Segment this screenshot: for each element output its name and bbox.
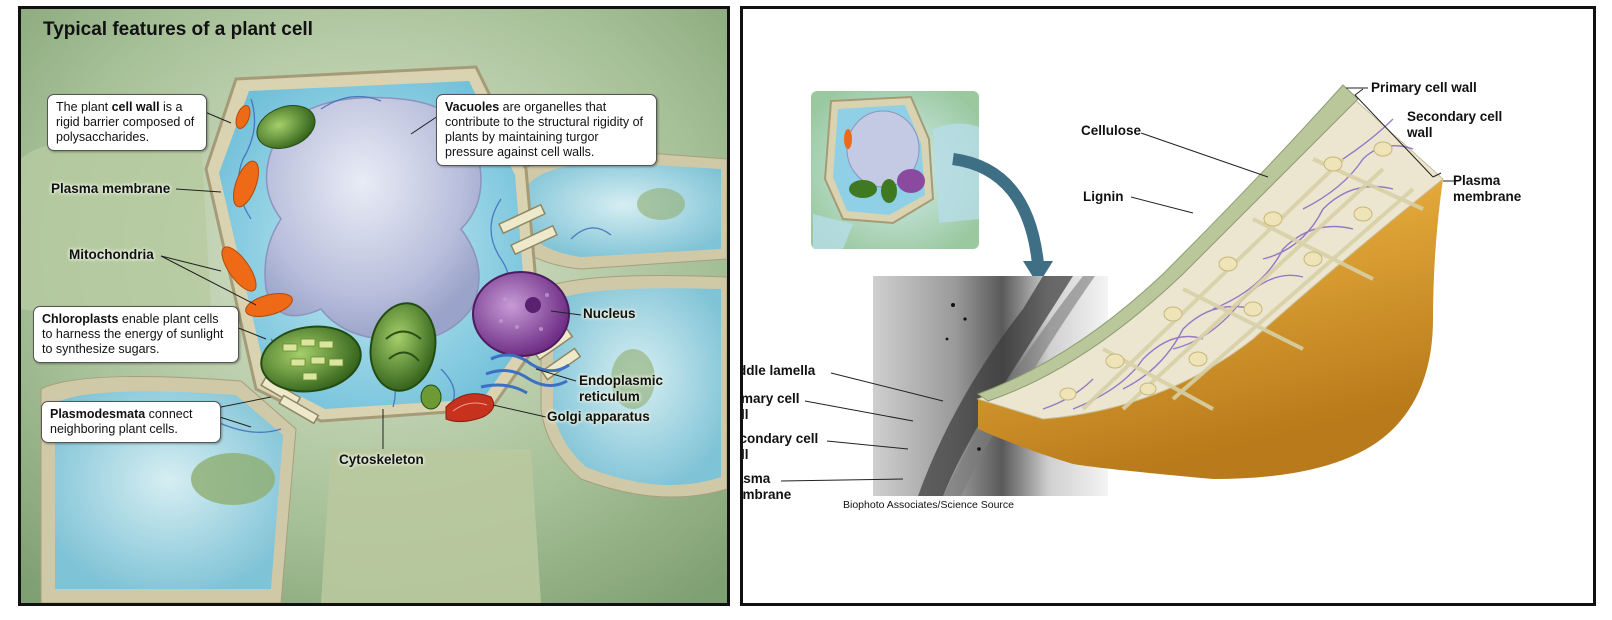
primary-cell-wall-label-top: Primary cell wall bbox=[1371, 80, 1477, 95]
plant-cell-panel: Typical features of a plant cell The pla… bbox=[18, 6, 730, 606]
vacuole bbox=[264, 96, 482, 342]
vacuoles-callout: Vacuoles are organelles that contribute … bbox=[436, 94, 657, 166]
middle-lamella-label: Middle lamella bbox=[743, 363, 816, 378]
plasma-membrane-label: Plasma membrane bbox=[51, 181, 171, 196]
lignin-label: Lignin bbox=[1083, 189, 1124, 204]
nucleus-label: Nucleus bbox=[583, 306, 636, 321]
nucleus bbox=[472, 271, 570, 357]
diagram-title: Typical features of a plant cell bbox=[43, 19, 313, 40]
zoom-arrow bbox=[952, 153, 1044, 265]
zoom-arrow-head bbox=[1023, 261, 1053, 285]
cell-wall-slab bbox=[976, 84, 1444, 479]
mitochondria bbox=[221, 105, 293, 317]
cellulose-label: Cellulose bbox=[1081, 123, 1142, 138]
mitochondria-label: Mitochondria bbox=[69, 247, 154, 262]
leader-lines-right bbox=[780, 87, 1455, 482]
golgi-apparatus bbox=[445, 393, 495, 423]
golgi-apparatus-label: Golgi apparatus bbox=[547, 409, 650, 424]
neighbor-cells bbox=[21, 136, 727, 603]
endoplasmic-reticulum bbox=[480, 353, 570, 395]
photo-credit: Biophoto Associates/Science Source bbox=[843, 499, 1015, 511]
cell-thumbnail bbox=[811, 91, 979, 249]
chloroplasts bbox=[256, 105, 442, 410]
cell-wall-callout: The plant cell wall is a rigid barrier c… bbox=[47, 94, 207, 151]
plasmodesmata-callout: Plasmodesmata connect neighboring plant … bbox=[41, 401, 221, 443]
chloroplasts-callout: Chloroplasts enable plant cells to harne… bbox=[33, 306, 239, 363]
cell-wall-illustration bbox=[780, 84, 1455, 496]
cytoskeleton-label: Cytoskeleton bbox=[339, 452, 424, 467]
